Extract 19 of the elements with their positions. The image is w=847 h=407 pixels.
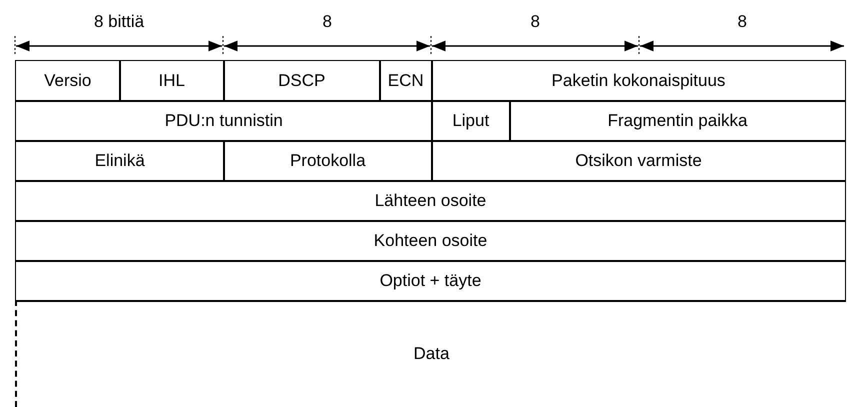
data-field-cell: Data xyxy=(15,300,846,407)
header-field-cell: Paketin kokonaispituus xyxy=(431,60,846,102)
dimension-label: 8 xyxy=(322,12,332,32)
header-field-cell: Elinikä xyxy=(15,140,224,182)
header-field-cell: PDU:n tunnistin xyxy=(15,100,432,142)
dimension-label: 8 bittiä xyxy=(94,12,144,32)
header-field-cell: Optiot + täyte xyxy=(15,260,846,302)
header-field-cell: Lähteen osoite xyxy=(15,180,846,222)
header-field-cell: Versio xyxy=(15,60,120,102)
header-field-cell: ECN xyxy=(379,60,432,102)
header-field-cell: DSCP xyxy=(223,60,380,102)
header-field-cell: Otsikon varmiste xyxy=(431,140,846,182)
dimension-label: 8 xyxy=(738,12,747,32)
header-field-cell: IHL xyxy=(119,60,224,102)
dimension-label: 8 xyxy=(530,12,540,32)
header-field-cell: Kohteen osoite xyxy=(15,220,846,262)
header-field-cell: Liput xyxy=(431,100,510,142)
header-field-cell: Fragmentin paikka xyxy=(509,100,846,142)
header-field-cell: Protokolla xyxy=(223,140,432,182)
